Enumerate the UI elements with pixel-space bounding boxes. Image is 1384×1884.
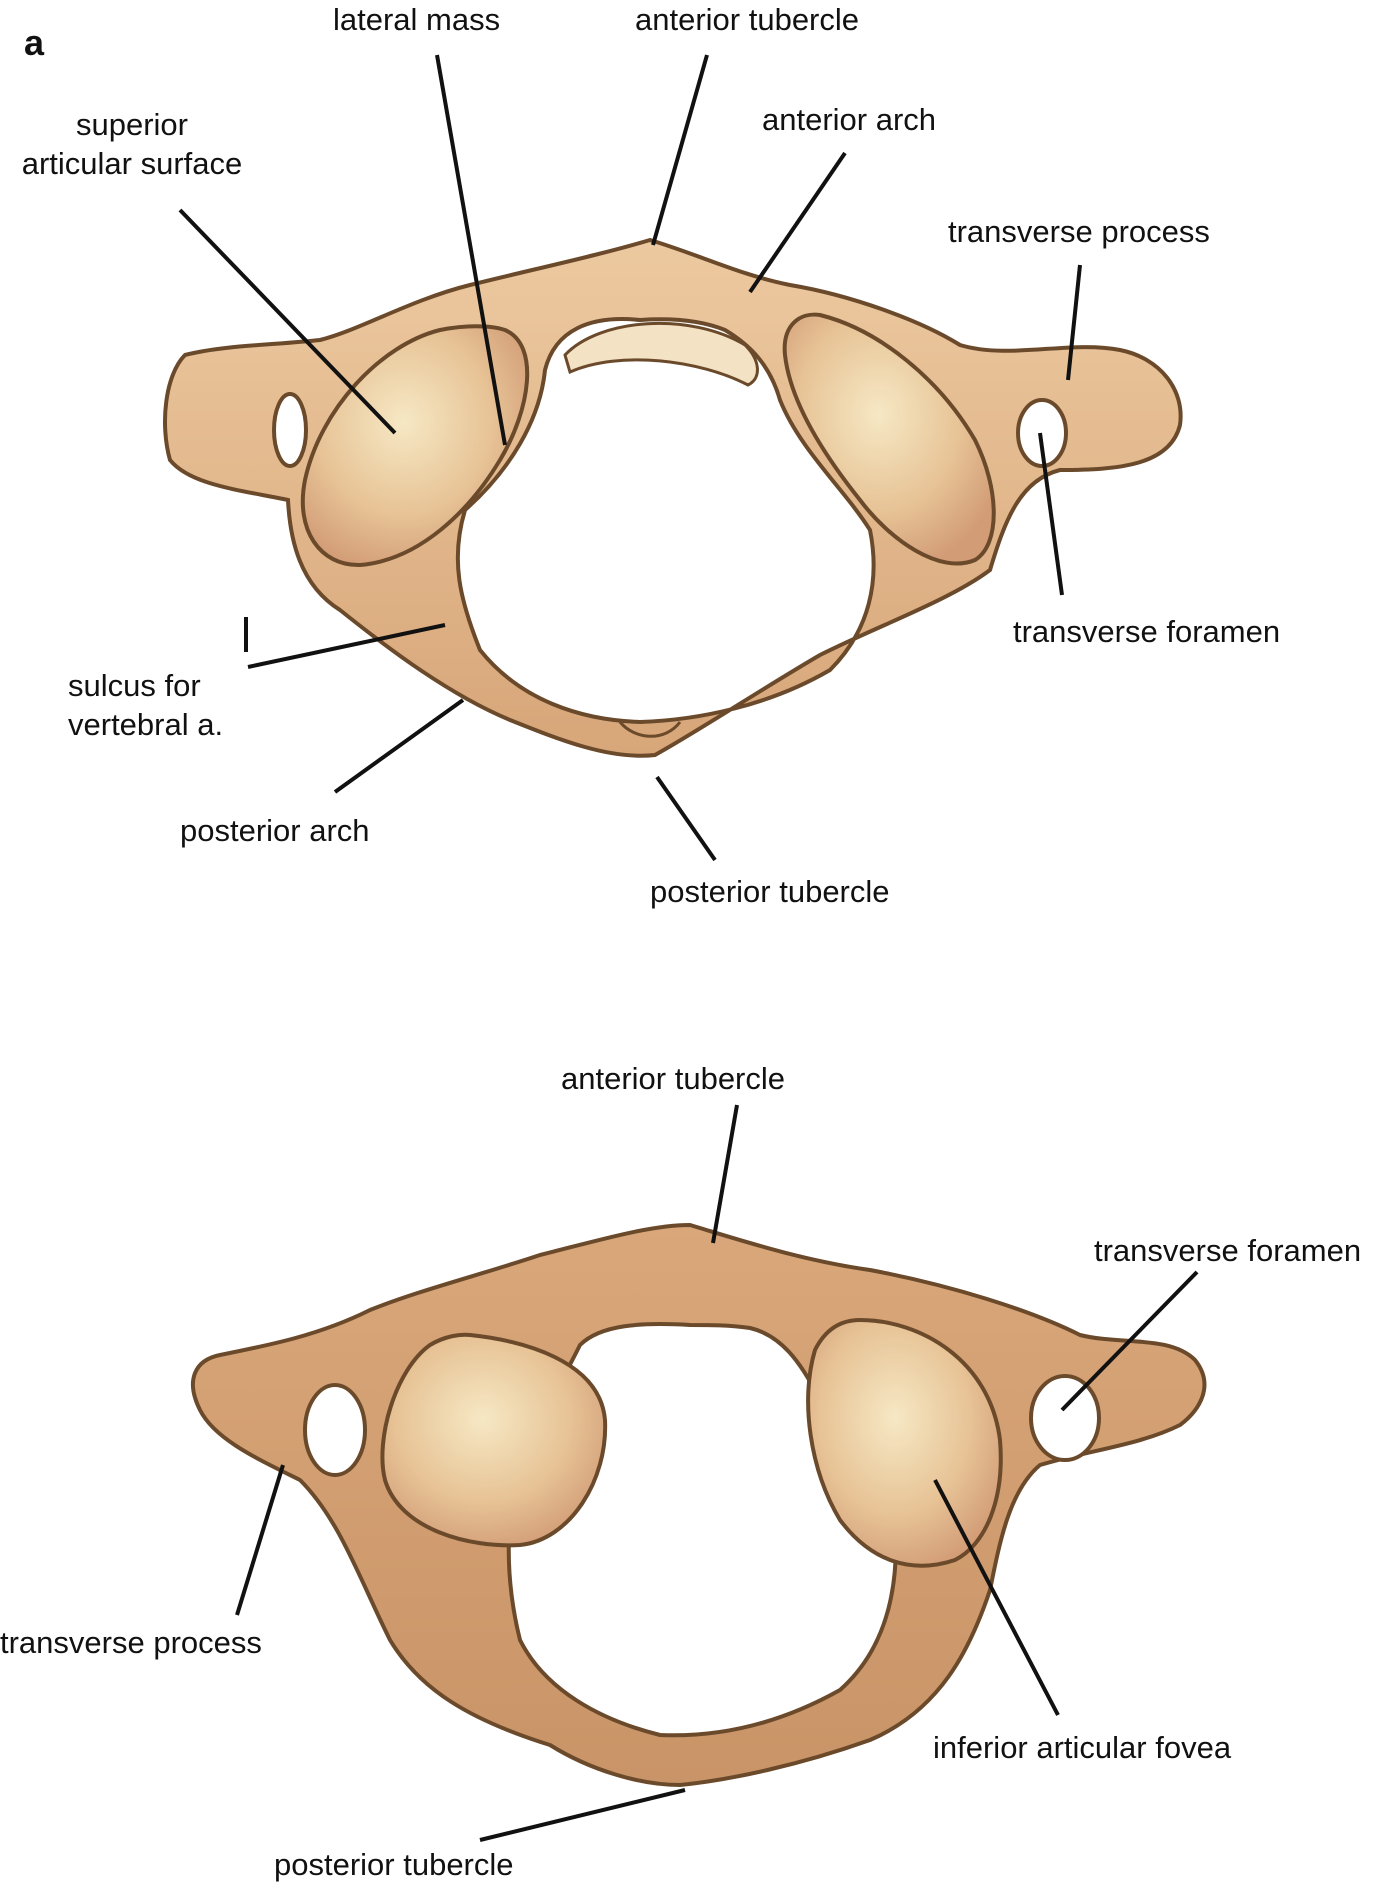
label-anterior-arch: anterior arch	[762, 102, 937, 137]
leader-superior-articular-surface	[178, 208, 397, 435]
label-lateral-mass: lateral mass	[333, 2, 501, 37]
leader-posterior-tubercle-inf	[479, 1788, 686, 1842]
superior-right-articular-facet	[782, 312, 996, 566]
leader-sulcus	[247, 623, 446, 669]
label-inferior-articular-fovea: inferior articular fovea	[933, 1730, 1232, 1765]
label-posterior-arch: posterior arch	[180, 813, 370, 848]
label-transverse-process-inf: transverse process	[0, 1625, 262, 1660]
label-transverse-process-sup: transverse process	[948, 214, 1210, 249]
label-superior-articular-surface: superior articular surface	[12, 105, 252, 183]
leader-anterior-arch	[748, 151, 847, 294]
leader-posterior-tubercle-sup	[655, 775, 717, 862]
leader-anterior-tubercle	[651, 54, 709, 246]
leader-transverse-foramen-sup	[1038, 432, 1064, 596]
label-transverse-foramen-sup: transverse foramen	[1013, 614, 1281, 649]
inferior-right-transverse-foramen	[1029, 1374, 1101, 1462]
panel-label: a	[24, 22, 45, 63]
superior-view-drawing	[163, 237, 1183, 758]
leader-anterior-tubercle-inf	[711, 1104, 739, 1244]
leader-transverse-process-inf	[235, 1464, 285, 1616]
superior-left-articular-facet	[300, 324, 530, 568]
label-superior-articular-surface-line2: articular surface	[21, 146, 243, 181]
leader-posterior-arch	[333, 698, 465, 794]
label-sulcus-line1: sulcus for	[68, 668, 201, 703]
label-posterior-tubercle-inf: posterior tubercle	[274, 1847, 514, 1882]
leader-transverse-process-sup	[1066, 264, 1082, 381]
label-posterior-tubercle-sup: posterior tubercle	[650, 874, 890, 909]
superior-left-transverse-foramen	[272, 392, 308, 468]
superior-anterior-arch-rim	[563, 321, 759, 387]
label-sulcus-line2: vertebral a.	[68, 707, 224, 742]
leader-lines	[178, 54, 1199, 1842]
inferior-right-articular-facet	[806, 1317, 1003, 1568]
superior-posterior-tubercle-bump	[618, 720, 682, 738]
leader-inferior-articular-fovea	[933, 1479, 1060, 1716]
label-anterior-tubercle-sup: anterior tubercle	[635, 2, 860, 37]
inferior-left-articular-facet	[380, 1332, 608, 1548]
label-superior-articular-surface-line1: superior	[76, 107, 188, 142]
label-anterior-tubercle-inf: anterior tubercle	[561, 1061, 786, 1096]
inferior-left-transverse-foramen	[303, 1383, 367, 1477]
label-transverse-foramen-inf: transverse foramen	[1094, 1233, 1362, 1268]
inferior-view-drawing	[190, 1222, 1207, 1788]
label-sulcus: sulcus for vertebral a.	[68, 666, 223, 744]
leader-transverse-foramen-inf	[1060, 1270, 1199, 1412]
leader-lateral-mass	[435, 54, 507, 446]
